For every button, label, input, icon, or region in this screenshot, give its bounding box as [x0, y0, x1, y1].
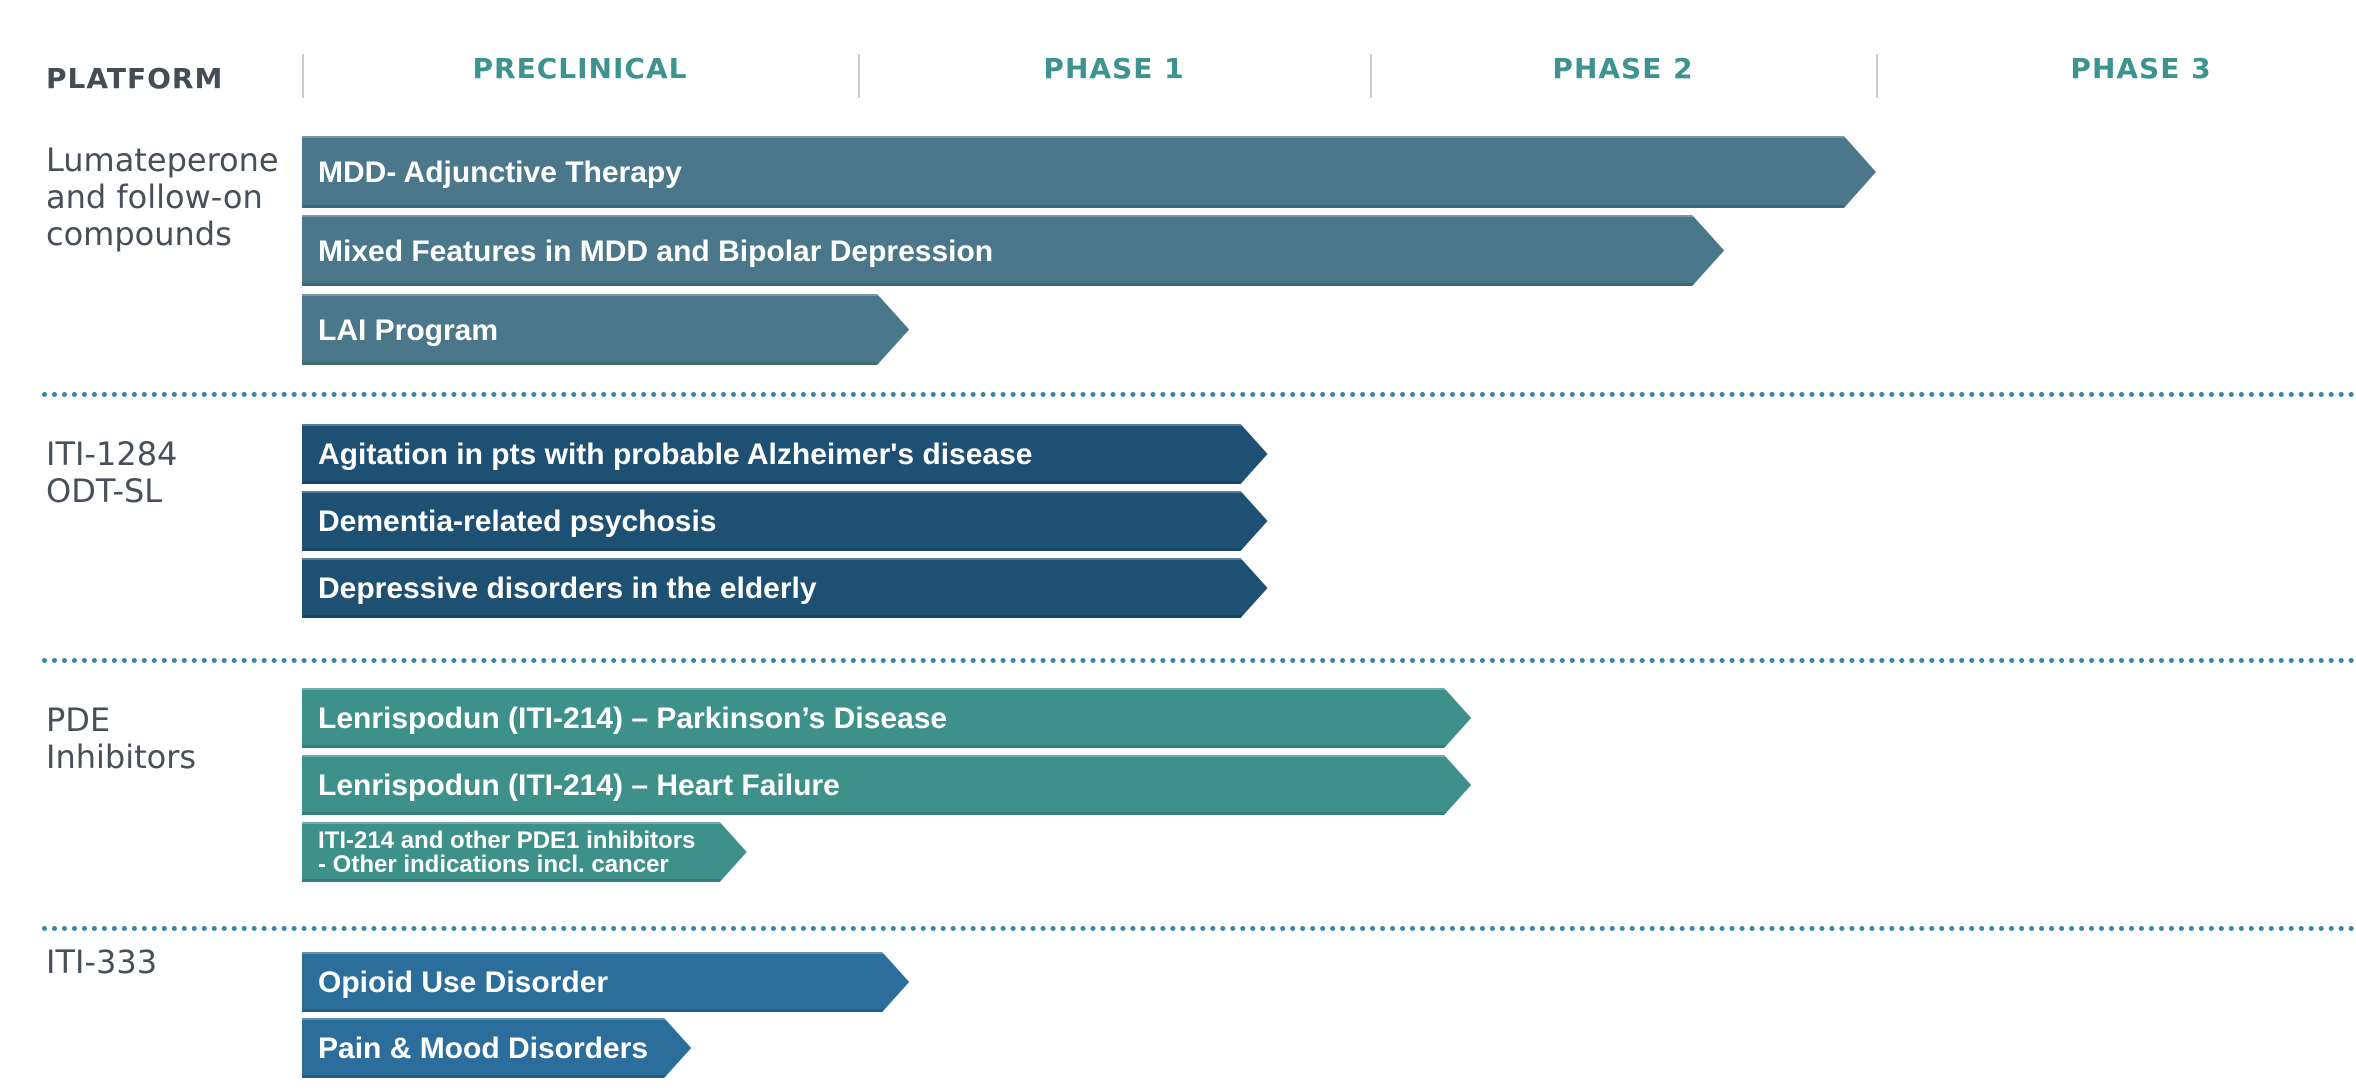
platform-label-iti333: ITI-333 — [46, 943, 158, 981]
platform-label-iti1284: ITI-1284 ODT-SL — [46, 435, 178, 510]
column-separator — [302, 54, 304, 98]
program-bar-lai: LAI Program — [302, 294, 910, 365]
program-bar-pde1-other-indications: ITI-214 and other PDE1 inhibitors - Othe… — [302, 822, 747, 882]
program-bar-mixed-features: Mixed Features in MDD and Bipolar Depres… — [302, 215, 1725, 286]
column-separator — [1370, 54, 1372, 98]
program-bar-mdd-adjunctive: MDD- Adjunctive Therapy — [302, 136, 1876, 208]
preclinical-column-header: PRECLINICAL — [472, 52, 688, 85]
column-separator — [1876, 54, 1878, 98]
column-separator — [858, 54, 860, 98]
section-divider — [42, 658, 2356, 663]
program-bar-agitation-alzheimers: Agitation in pts with probable Alzheimer… — [302, 424, 1268, 484]
program-bar-parkinsons: Lenrispodun (ITI-214) – Parkinson’s Dise… — [302, 688, 1472, 748]
platform-column-header: PLATFORM — [46, 62, 224, 95]
platform-label-lumateperone: Lumateperone and follow-on compounds — [46, 141, 279, 253]
phase1-column-header: PHASE 1 — [1043, 52, 1185, 85]
program-bar-opioid-use: Opioid Use Disorder — [302, 952, 910, 1012]
program-bar-dementia-psychosis: Dementia-related psychosis — [302, 491, 1268, 551]
phase3-column-header: PHASE 3 — [2070, 52, 2212, 85]
section-divider — [42, 926, 2356, 931]
program-bar-depressive-elderly: Depressive disorders in the elderly — [302, 558, 1268, 618]
program-bar-pain-mood: Pain & Mood Disorders — [302, 1018, 692, 1078]
program-bar-heart-failure: Lenrispodun (ITI-214) – Heart Failure — [302, 755, 1472, 815]
section-divider — [42, 392, 2356, 397]
phase2-column-header: PHASE 2 — [1552, 52, 1694, 85]
platform-label-pde-inhibitors: PDE Inhibitors — [46, 701, 197, 776]
